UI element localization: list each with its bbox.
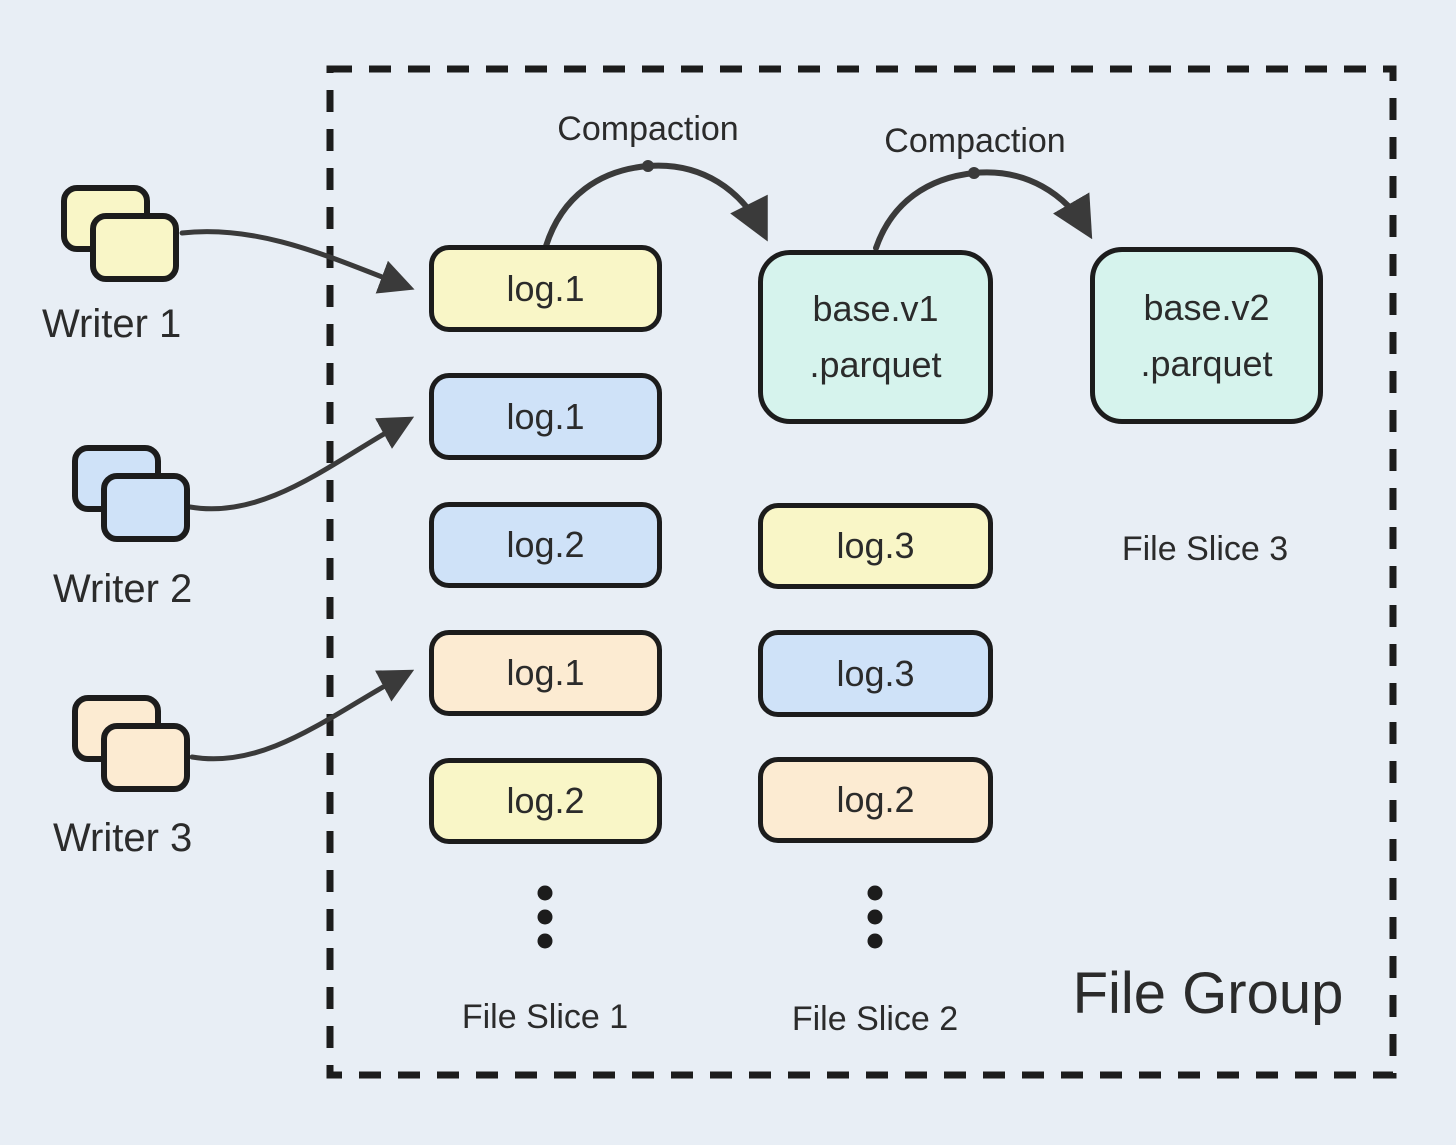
slice2-log3-box: log.3 xyxy=(758,503,993,589)
slice1-log1-box: log.1 xyxy=(429,245,662,332)
ellipsis-icon xyxy=(537,885,553,949)
writer-3-card-front-icon xyxy=(101,723,190,792)
slice2-log3b-box: log.3 xyxy=(758,630,993,717)
box-label: log.3 xyxy=(836,652,915,694)
box-label: log.2 xyxy=(836,779,915,821)
box-label: log.1 xyxy=(506,267,585,309)
file-slice-2-label: File Slice 2 xyxy=(791,1000,959,1038)
slice1-log1b-box: log.1 xyxy=(429,373,662,460)
ellipsis-icon xyxy=(867,885,883,949)
writer-2-label: Writer 2 xyxy=(53,567,193,611)
writer-1-arrow xyxy=(179,229,415,294)
writer-3-label: Writer 3 xyxy=(53,816,193,860)
file-group-title: File Group xyxy=(1072,961,1344,1026)
slice2-log2-box: log.2 xyxy=(758,757,993,843)
slice1-log2b-box: log.2 xyxy=(429,758,662,844)
box-label: log.2 xyxy=(506,524,585,566)
writer-2-card-front-icon xyxy=(101,473,190,542)
box-label: log.3 xyxy=(836,525,915,567)
writer-3-arrow xyxy=(189,669,415,762)
writer-2-arrow xyxy=(187,416,415,512)
slice1-log2-box: log.2 xyxy=(429,502,662,588)
slice3-base-v2-box: base.v2 .parquet xyxy=(1090,247,1323,424)
file-slice-1-label: File Slice 1 xyxy=(461,998,629,1036)
box-label: log.2 xyxy=(506,780,585,822)
compaction-arc-2 xyxy=(873,169,1093,251)
file-group-dashed-border xyxy=(326,65,1397,1079)
box-label: log.1 xyxy=(506,652,585,694)
arc-midpoint-dot xyxy=(642,160,654,172)
slice2-base-v1-box: base.v1 .parquet xyxy=(758,250,993,424)
box-label-line2: .parquet xyxy=(1140,342,1273,384)
compaction-label-1: Compaction xyxy=(557,110,739,148)
writer-1-label: Writer 1 xyxy=(42,302,182,346)
file-slice-3-label: File Slice 3 xyxy=(1121,530,1289,568)
box-label-line1: base.v1 xyxy=(812,288,939,330)
compaction-arc-1 xyxy=(543,162,768,249)
box-label-line1: base.v2 xyxy=(1143,286,1270,328)
box-label: log.1 xyxy=(506,395,585,437)
compaction-label-2: Compaction xyxy=(884,122,1066,160)
writer-1-card-front-icon xyxy=(90,213,179,282)
box-label-line2: .parquet xyxy=(809,344,942,385)
slice1-log1c-box: log.1 xyxy=(429,630,662,716)
arc-midpoint-dot xyxy=(968,167,980,179)
